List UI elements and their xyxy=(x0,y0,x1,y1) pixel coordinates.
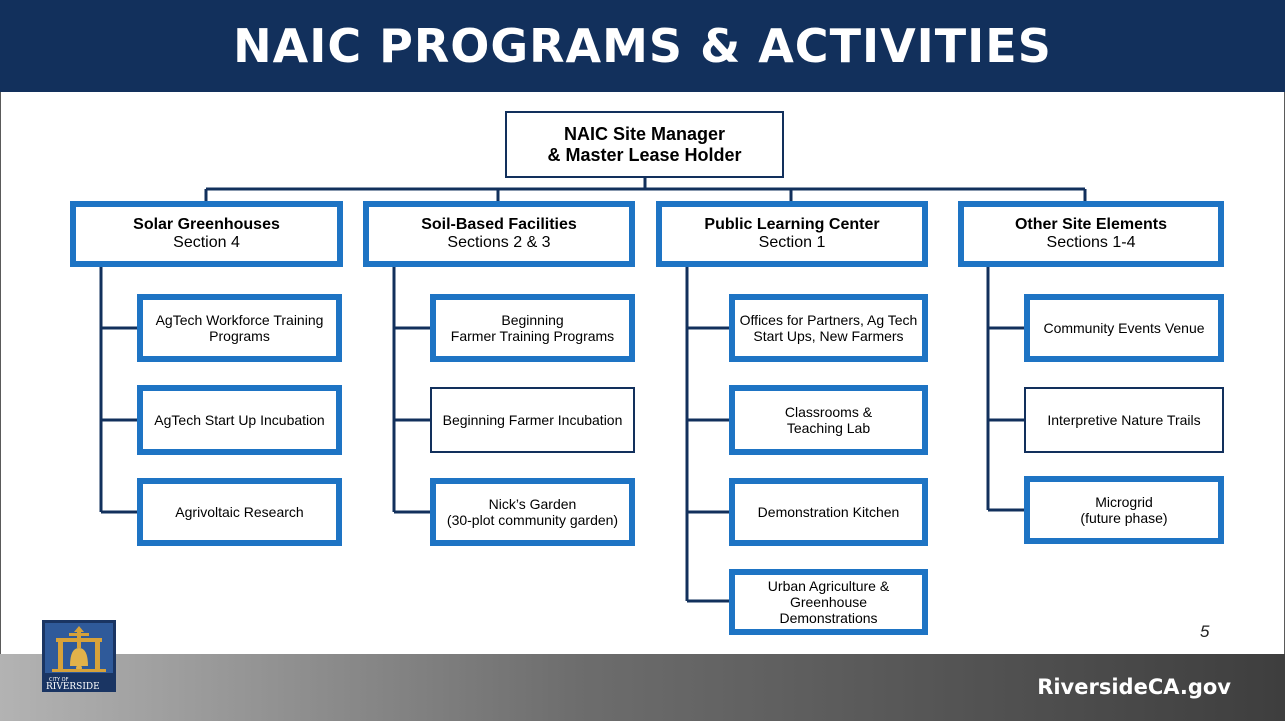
item-line: Urban Agriculture & xyxy=(767,578,890,594)
item-line: AgTech Workforce Training xyxy=(155,312,324,328)
item-nicks-garden: Nick’s Garden (30-plot community garden) xyxy=(430,478,635,546)
logo-text-city-of: CITY OF xyxy=(49,677,69,683)
item-community-events-venue: Community Events Venue xyxy=(1024,294,1224,362)
category-subtitle: Section 1 xyxy=(758,234,826,251)
top-node: NAIC Site Manager & Master Lease Holder xyxy=(505,111,784,178)
item-line: Farmer Training Programs xyxy=(450,328,615,344)
item-line: Nick’s Garden xyxy=(488,496,577,512)
item-microgrid: Microgrid (future phase) xyxy=(1024,476,1224,544)
footer-website-link[interactable]: RiversideCA.gov xyxy=(1037,675,1231,699)
item-line: (30-plot community garden) xyxy=(446,512,619,528)
item-interpretive-nature-trails: Interpretive Nature Trails xyxy=(1024,387,1224,453)
category-title: Solar Greenhouses xyxy=(133,216,280,233)
item-line: Classrooms & xyxy=(784,404,873,420)
item-demonstration-kitchen: Demonstration Kitchen xyxy=(729,478,928,546)
item-line: Demonstrations xyxy=(779,610,878,626)
slide-title: NAIC PROGRAMS & ACTIVITIES xyxy=(233,19,1052,73)
item-urban-agriculture: Urban Agriculture & Greenhouse Demonstra… xyxy=(729,569,928,635)
item-offices-for-partners: Offices for Partners, Ag Tech Start Ups,… xyxy=(729,294,928,362)
item-line: Demonstration Kitchen xyxy=(757,504,900,520)
category-title: Other Site Elements xyxy=(1014,216,1168,233)
top-node-line2: & Master Lease Holder xyxy=(547,144,742,165)
top-node-line1: NAIC Site Manager xyxy=(563,123,726,144)
item-classrooms-teaching-lab: Classrooms & Teaching Lab xyxy=(729,385,928,455)
item-line: Greenhouse xyxy=(789,594,868,610)
item-line: Start Ups, New Farmers xyxy=(753,328,904,344)
category-title: Soil-Based Facilities xyxy=(421,216,577,233)
item-line: Beginning Farmer Incubation xyxy=(442,412,623,428)
category-public-learning-center: Public Learning Center Section 1 xyxy=(656,201,928,267)
category-soil-based-facilities: Soil-Based Facilities Sections 2 & 3 xyxy=(363,201,635,267)
category-other-site-elements: Other Site Elements Sections 1-4 xyxy=(958,201,1224,267)
item-line: Offices for Partners, Ag Tech xyxy=(739,312,918,328)
item-line: Interpretive Nature Trails xyxy=(1047,412,1201,428)
item-line: Microgrid xyxy=(1095,494,1153,510)
page-number: 5 xyxy=(1200,622,1210,641)
item-agrivoltaic-research: Agrivoltaic Research xyxy=(137,478,342,546)
category-subtitle: Sections 1-4 xyxy=(1046,234,1136,251)
category-subtitle: Section 4 xyxy=(173,234,240,251)
city-of-riverside-logo: CITY OF RIVERSIDE xyxy=(42,620,116,692)
item-line: Community Events Venue xyxy=(1043,320,1205,336)
item-line: Agrivoltaic Research xyxy=(175,504,304,520)
category-title: Public Learning Center xyxy=(704,216,880,233)
category-subtitle: Sections 2 & 3 xyxy=(447,234,551,251)
item-line: Teaching Lab xyxy=(786,420,871,436)
item-beginning-farmer-incubation: Beginning Farmer Incubation xyxy=(430,387,635,453)
item-line: AgTech Start Up Incubation xyxy=(154,412,325,428)
footer-bar xyxy=(0,654,1285,721)
item-agtech-workforce-training: AgTech Workforce Training Programs xyxy=(137,294,342,362)
item-line: Programs xyxy=(209,328,270,344)
item-agtech-start-up-incubation: AgTech Start Up Incubation xyxy=(137,385,342,455)
item-line: Beginning xyxy=(501,312,564,328)
title-bar xyxy=(0,0,1285,92)
item-beginning-farmer-training: Beginning Farmer Training Programs xyxy=(430,294,635,362)
item-line: (future phase) xyxy=(1080,510,1168,526)
logo-text-riverside: RIVERSIDE xyxy=(46,682,100,692)
category-solar-greenhouses: Solar Greenhouses Section 4 xyxy=(70,201,343,267)
